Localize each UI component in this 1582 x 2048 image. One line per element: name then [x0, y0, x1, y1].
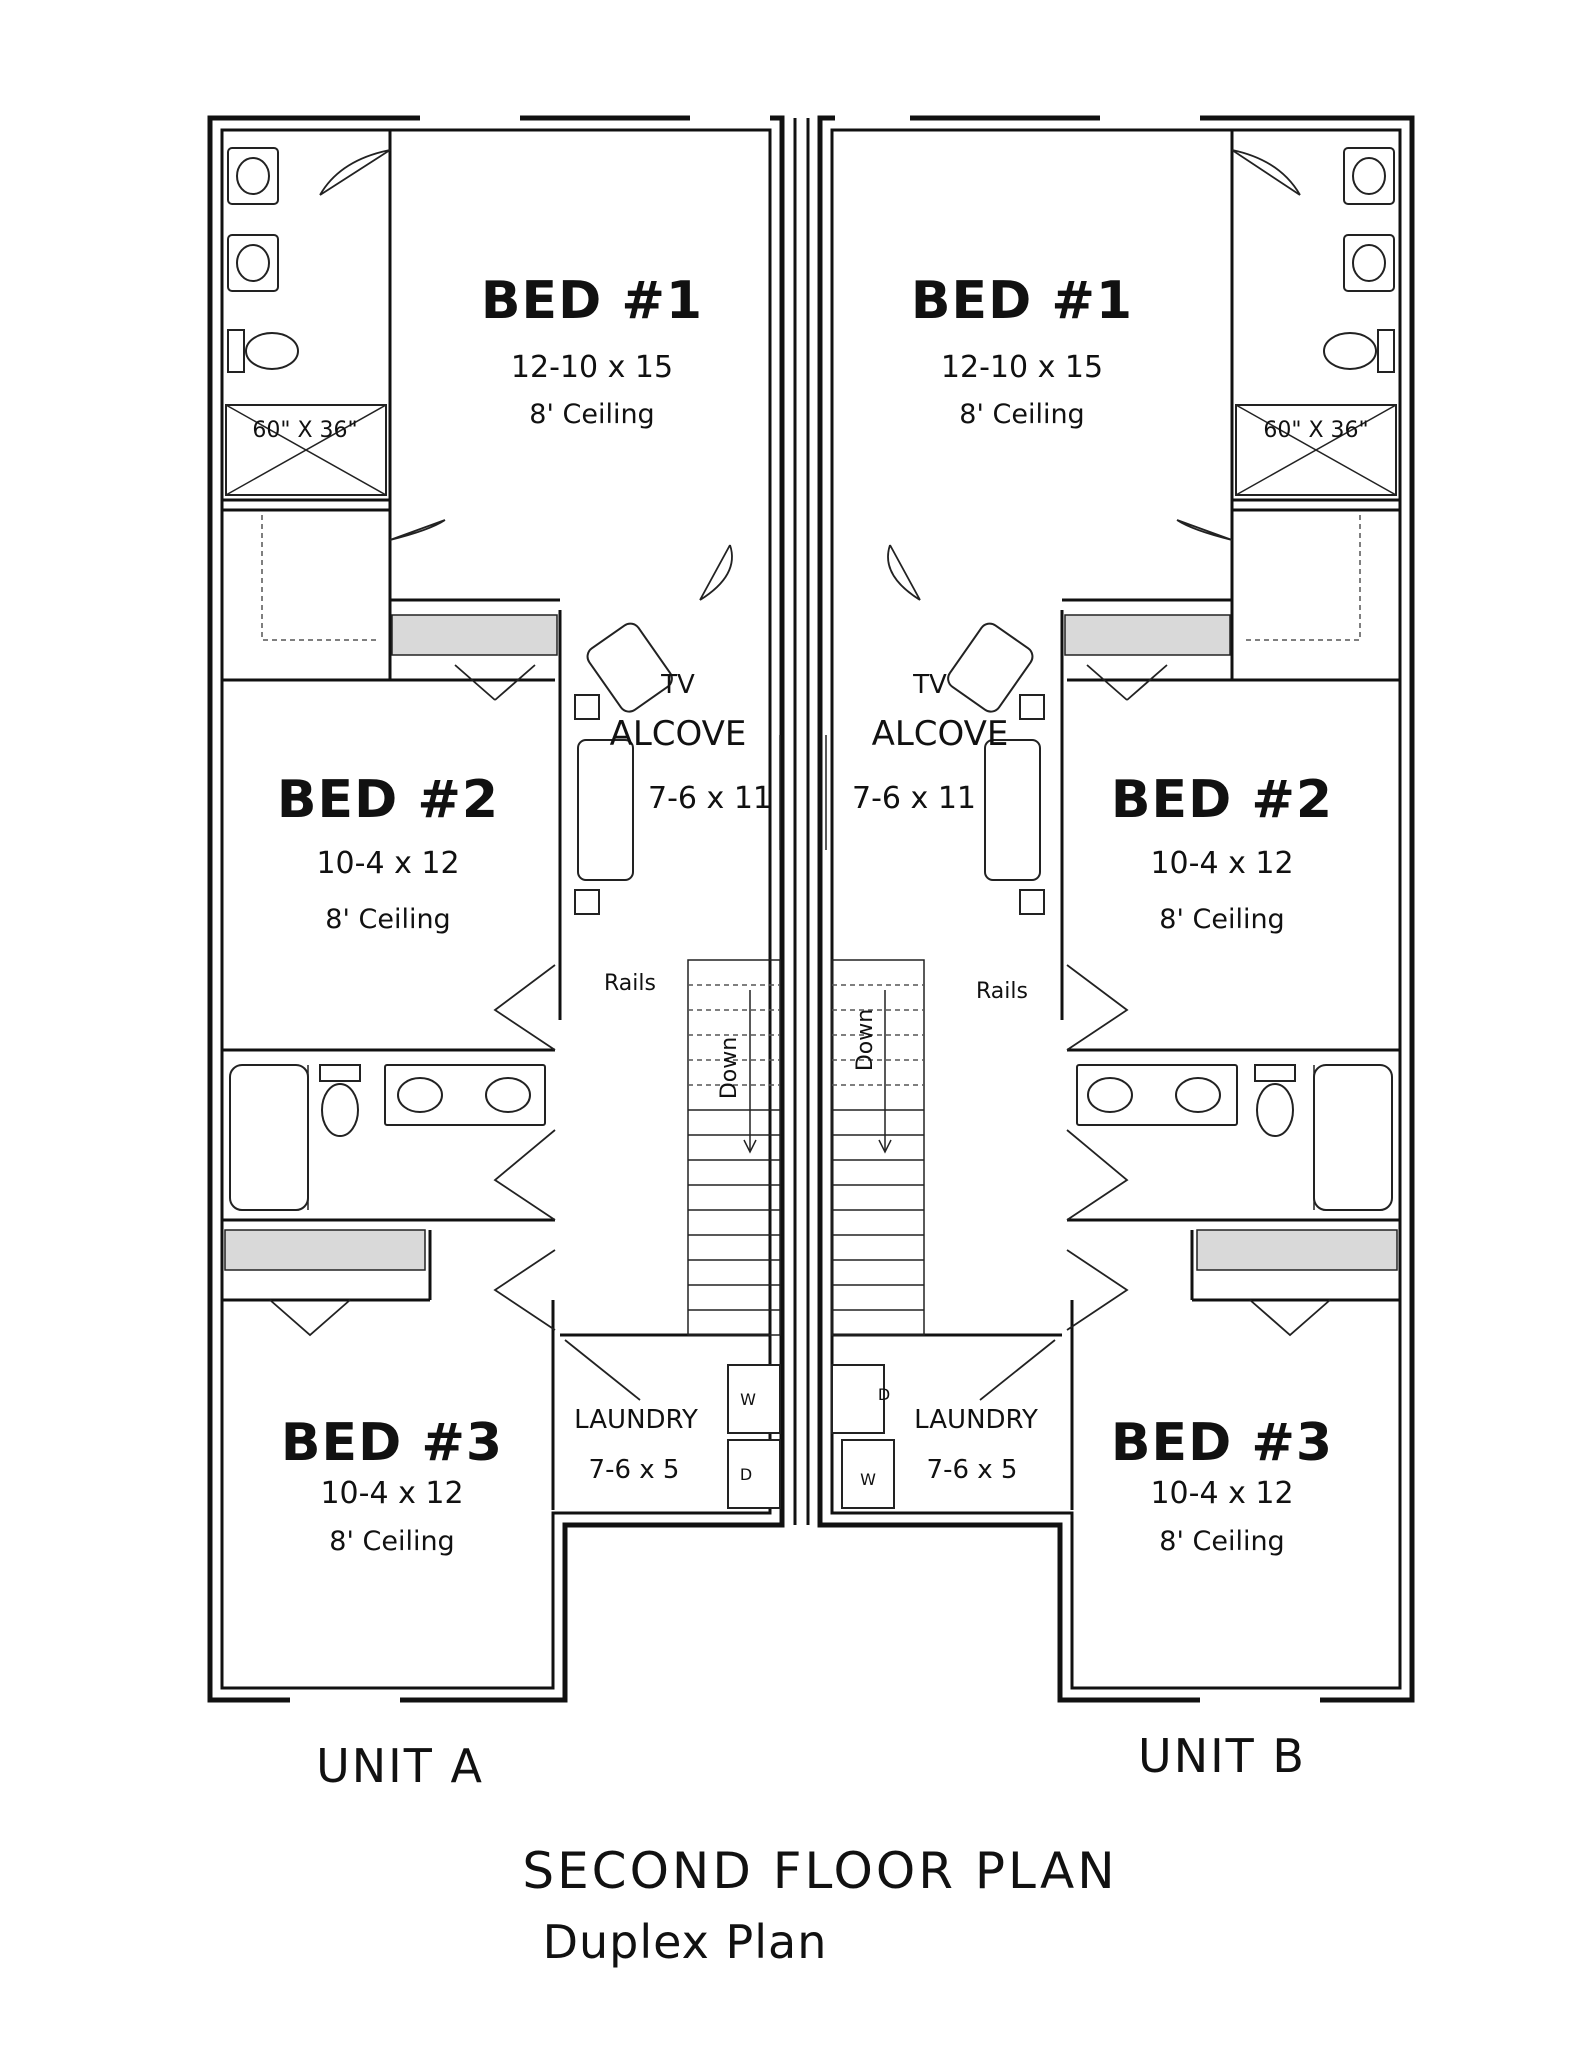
toilet-icon: [227, 329, 299, 373]
unit-a-shower-label: 60" X 36": [252, 418, 357, 443]
unit-b-bed3-dims: 10-4 x 12: [1150, 1476, 1293, 1511]
sink-icon: [397, 1077, 443, 1113]
stair-treads-b: [832, 984, 924, 1311]
sink-icon: [227, 147, 279, 205]
unit-a-bed3-dims: 10-4 x 12: [320, 1476, 463, 1511]
unit-b-dryer-label: D: [878, 1385, 890, 1404]
plan-title: SECOND FLOOR PLAN: [522, 1842, 1117, 1900]
unit-b-bed2-ceiling: 8' Ceiling: [1159, 904, 1284, 935]
unit-a-bed2-ceiling: 8' Ceiling: [325, 904, 450, 935]
unit-a-tv-label-2: ALCOVE: [610, 714, 747, 754]
unit-a-tv-label-1: TV: [660, 670, 695, 700]
unit-b-laundry-name: LAUNDRY: [914, 1405, 1038, 1435]
shower-icon: [1235, 404, 1397, 496]
unit-a-laundry-dims: 7-6 x 5: [589, 1455, 680, 1485]
unit-b-tv-dims: 7-6 x 11: [852, 781, 976, 816]
unit-b-bed3-ceiling: 8' Ceiling: [1159, 1526, 1284, 1557]
unit-b-interior: [825, 130, 1400, 1510]
unit-b-label: UNIT B: [1138, 1729, 1306, 1783]
plan-subtitle: Duplex Plan: [543, 1915, 828, 1969]
unit-a-laundry-name: LAUNDRY: [574, 1405, 698, 1435]
unit-a-bed3-ceiling: 8' Ceiling: [329, 1526, 454, 1557]
unit-b-bed1-dims: 12-10 x 15: [941, 350, 1103, 385]
unit-b-bed2-name: BED #2: [1111, 770, 1333, 830]
unit-b-laundry-dims: 7-6 x 5: [927, 1455, 1018, 1485]
unit-a-bed1-name: BED #1: [481, 271, 703, 331]
unit-a-stairs-label: Down: [717, 1037, 742, 1099]
unit-a-bed3-name: BED #3: [281, 1413, 503, 1473]
unit-a-label: UNIT A: [316, 1739, 484, 1793]
toilet-icon: [1323, 329, 1395, 373]
sink-icon: [1343, 234, 1395, 292]
unit-a-tv-dims: 7-6 x 11: [648, 781, 772, 816]
exterior-walls: [207, 115, 1415, 1703]
unit-b-tv-label-1: TV: [912, 670, 947, 700]
stair-treads-a: [688, 984, 780, 1311]
unit-b-bed1-name: BED #1: [911, 271, 1133, 331]
unit-a-bed1-ceiling: 8' Ceiling: [529, 399, 654, 430]
sink-icon: [1175, 1077, 1221, 1113]
unit-b-stairs-label: Down: [853, 1009, 878, 1071]
toilet-icon: [1254, 1064, 1296, 1137]
unit-a-bed1-dims: 12-10 x 15: [511, 350, 673, 385]
unit-a-bed2-dims: 10-4 x 12: [316, 846, 459, 881]
sink-icon: [485, 1077, 531, 1113]
unit-a-dryer-label: D: [740, 1465, 752, 1484]
unit-a-rails-label: Rails: [604, 971, 656, 996]
unit-b-bed3-name: BED #3: [1111, 1413, 1333, 1473]
unit-b-bed2-dims: 10-4 x 12: [1150, 846, 1293, 881]
unit-a-bed2-name: BED #2: [277, 770, 499, 830]
sink-icon: [1087, 1077, 1133, 1113]
unit-b-bed1-ceiling: 8' Ceiling: [959, 399, 1084, 430]
toilet-icon: [319, 1064, 361, 1137]
unit-b-washer-label: W: [860, 1470, 876, 1489]
sink-icon: [227, 234, 279, 292]
unit-a-washer-label: W: [740, 1390, 756, 1409]
unit-b-rails-label: Rails: [976, 979, 1028, 1004]
shower-icon: [225, 404, 387, 496]
sink-icon: [1343, 147, 1395, 205]
unit-b-shower-label: 60" X 36": [1263, 418, 1368, 443]
unit-b-tv-label-2: ALCOVE: [872, 714, 1009, 754]
